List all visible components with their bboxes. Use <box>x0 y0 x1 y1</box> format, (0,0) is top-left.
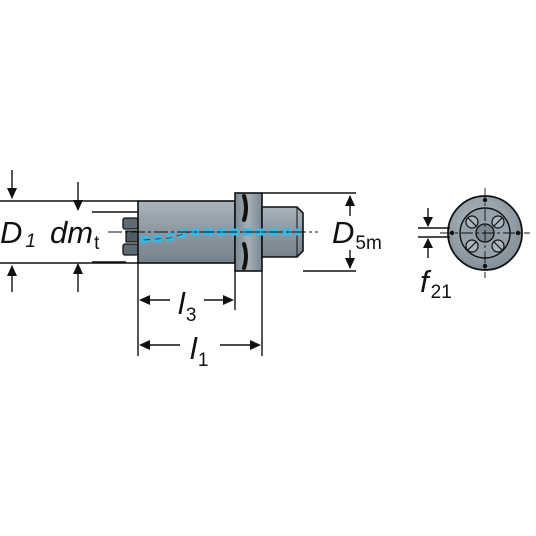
clamp-screw-center <box>125 230 139 243</box>
clamp-screw-bottom <box>122 243 139 256</box>
dimension-d5m <box>262 192 356 272</box>
end-view-screws <box>465 215 505 253</box>
dimension-l1 <box>139 271 263 356</box>
holder-side-view <box>108 192 318 272</box>
dimension-d1 <box>0 170 138 292</box>
flange-slot-top <box>242 194 248 222</box>
label-l1: l1 <box>190 331 208 371</box>
clamp-screw-top <box>122 217 139 230</box>
dimension-l3 <box>137 263 236 356</box>
coolant-channel <box>139 228 300 244</box>
label-dmt: dmt <box>50 215 100 254</box>
dimension-f21 <box>418 208 450 258</box>
dimension-dmt <box>73 182 138 292</box>
holder-end-view <box>440 188 530 278</box>
label-d5m: D5m <box>332 215 382 254</box>
label-l3: l3 <box>178 286 196 326</box>
flange-slot-bottom <box>242 242 248 270</box>
